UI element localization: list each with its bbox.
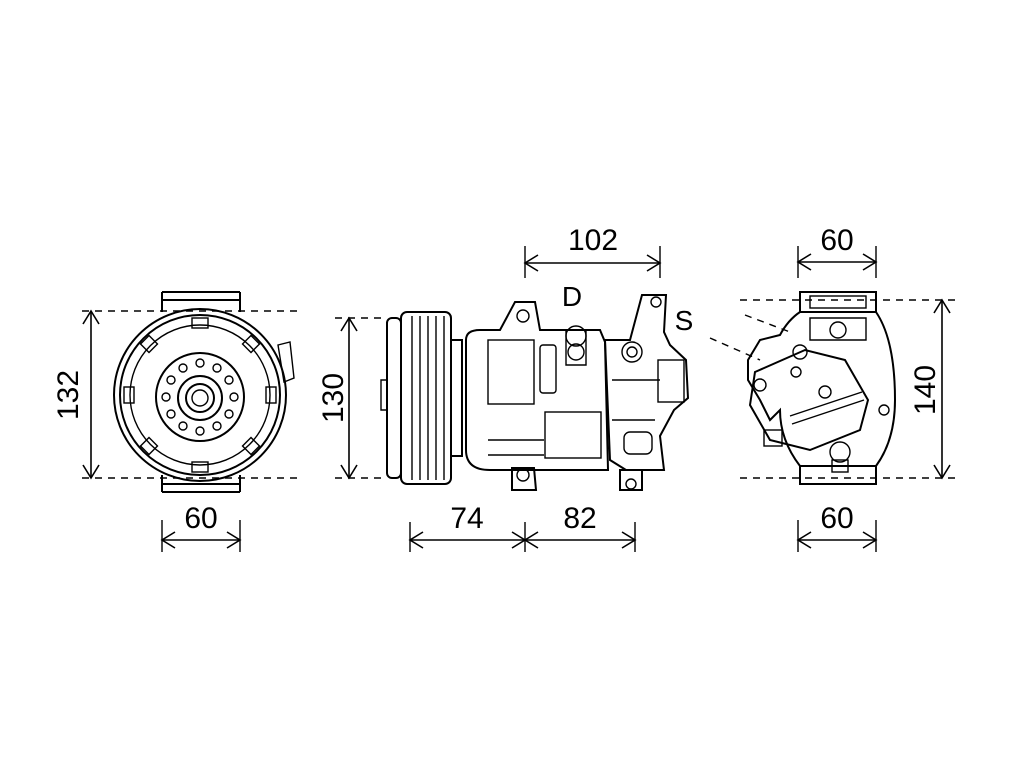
front-rim-lugs [123,317,277,473]
front-hub-holes [161,358,239,436]
side-top-width-label: 102 [568,224,618,257]
suction-port-label: S [675,305,694,336]
rear-height-label: 140 [909,365,942,415]
side-body-width-label: 82 [563,502,596,535]
front-height-label: 132 [52,370,85,420]
side-clutch-width-label: 74 [450,502,483,535]
rear-view: 140 60 60 [709,224,955,552]
front-view: 132 60 [52,291,300,552]
side-height-label: 130 [317,373,350,423]
side-view: D S 130 102 74 82 [317,224,693,552]
rear-bottom-width-label: 60 [820,502,853,535]
front-width-label: 60 [184,502,217,535]
discharge-port-label: D [562,281,582,312]
rear-top-width-label: 60 [820,224,853,257]
